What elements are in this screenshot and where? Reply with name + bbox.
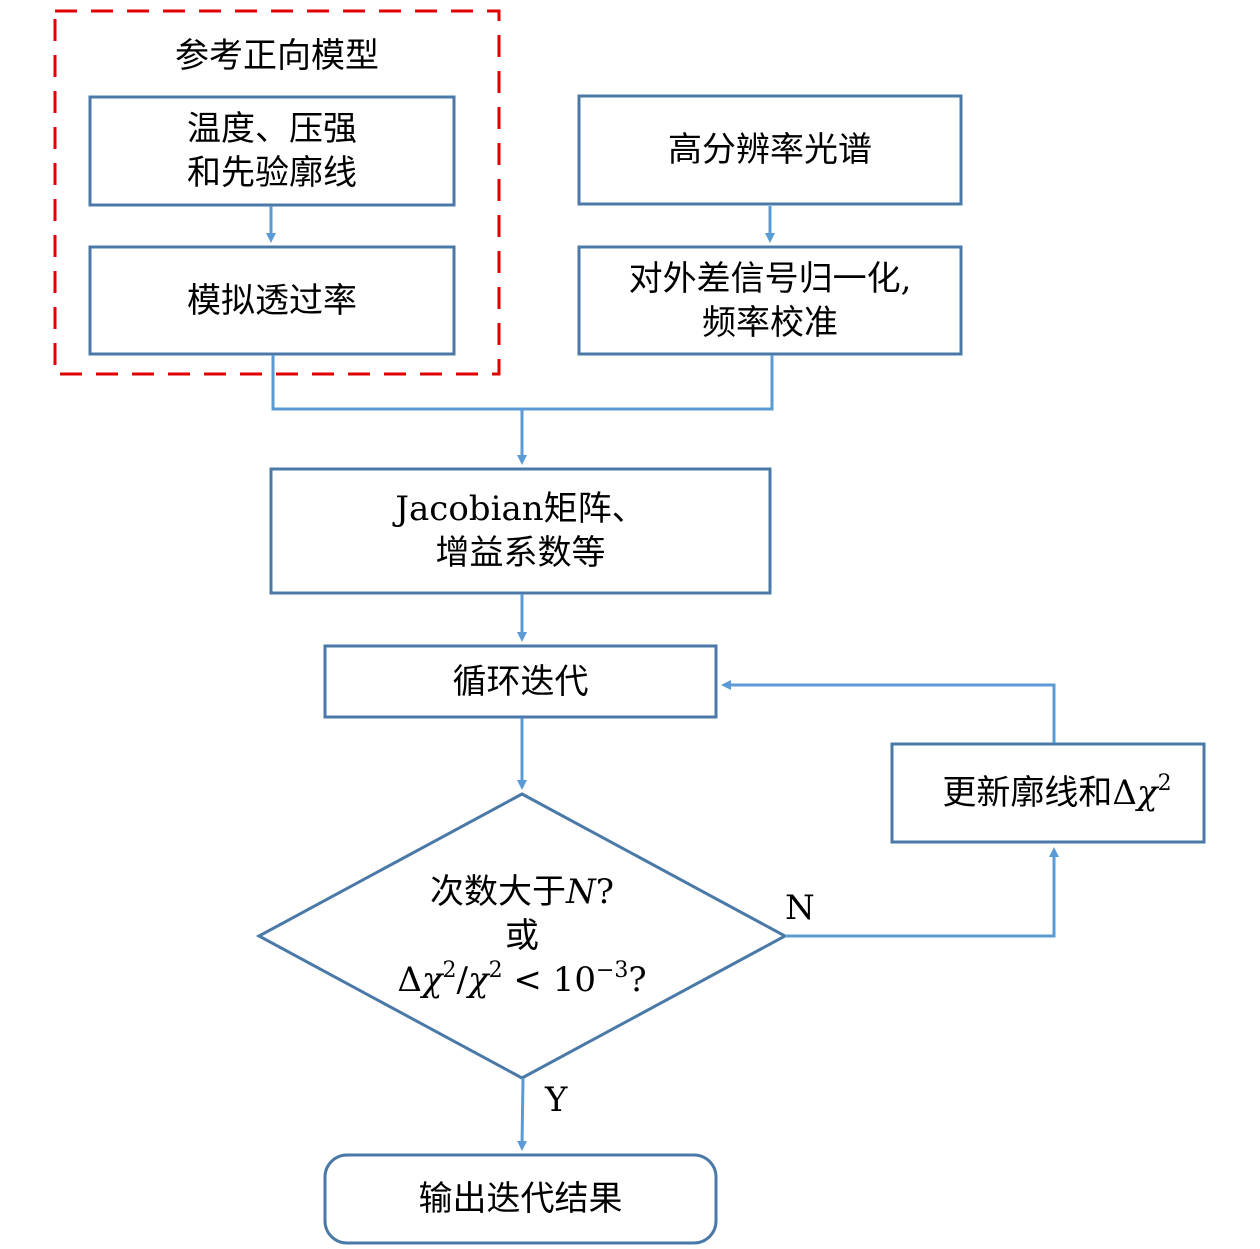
normalize-node: 对外差信号归一化, 频率校准 [579,247,961,354]
arrow-update-to-loop [721,680,1056,743]
output-node: 输出迭代结果 [325,1155,716,1243]
arrow-decision-to-output [517,1077,528,1151]
simulate-transmittance-node: 模拟透过率 [90,247,454,354]
temp-pressure-line1: 温度、压强 [187,109,357,149]
output-text: 输出迭代结果 [418,1179,623,1219]
jacobian-line1: Jacobian矩阵、 [395,489,646,529]
connector-simulate-merge [271,355,774,411]
temp-pressure-line2: 和先验廓线 [187,153,357,193]
jacobian-line2: 增益系数等 [435,533,606,573]
forward-model-group [53,9,501,376]
decision-line3: Δχ2/χ2 < 10−3? [397,958,647,1001]
jacobian-box [269,467,772,595]
update-node: 更新廓线和Δχ2 [910,744,1204,842]
normalize-line2: 频率校准 [702,302,838,343]
update-text: 更新廓线和Δχ2 [942,771,1172,814]
decision-node: 次数大于N? 或 Δχ2/χ2 < 10−3? [330,850,714,1022]
loop-text: 循环迭代 [452,661,589,702]
loop-node: 循环迭代 [325,646,716,717]
edge-label-yes: Y [545,1080,568,1120]
update-box [890,742,1206,844]
simulate-transmittance-text: 模拟透过率 [187,280,357,321]
decision-line2: 或 [505,916,539,956]
normalize-line1: 对外差信号归一化, [628,258,912,299]
jacobian-node: Jacobian矩阵、 增益系数等 [271,469,770,593]
arrow-decision-to-update [785,847,1059,938]
high-res-spectrum-node: 高分辨率光谱 [579,96,961,204]
loop-box [323,644,718,719]
forward-model-title: 参考正向模型 [175,36,379,76]
normalize-box [577,245,963,356]
decision-line1: 次数大于N? [430,872,614,912]
temp-pressure-node: 温度、压强 和先验廓线 [90,97,454,205]
edge-label-no: N [785,888,815,928]
simulate-transmittance-box [88,245,456,356]
output-box [323,1153,718,1245]
high-res-spectrum-box [577,94,963,206]
temp-pressure-box [88,95,456,207]
high-res-spectrum-text: 高分辨率光谱 [668,130,872,170]
